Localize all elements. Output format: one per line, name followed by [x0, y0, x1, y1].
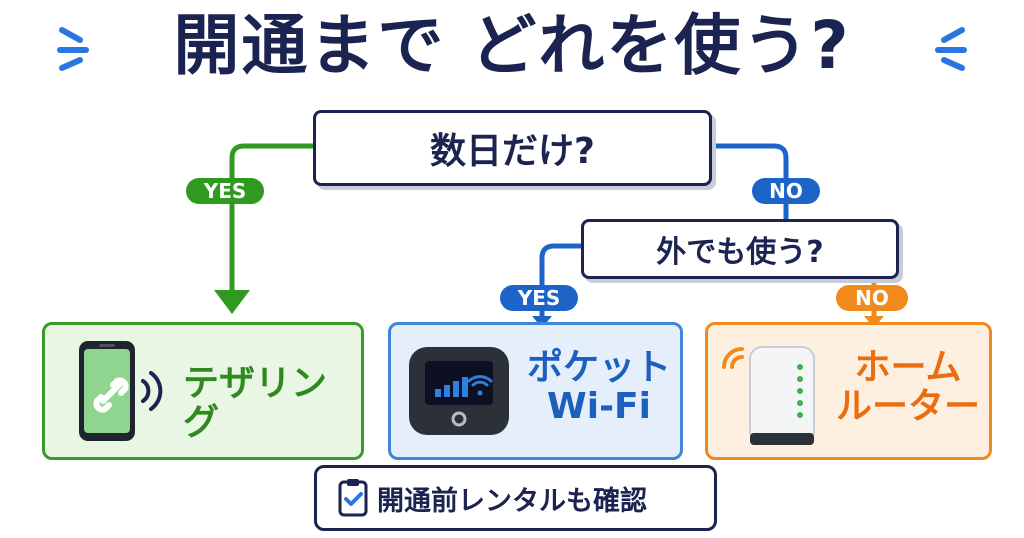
branch-yes-badge: YES [186, 178, 264, 204]
rental-note-text: 開通前レンタルも確認 [377, 485, 647, 517]
branch-no-badge-2: NO [836, 285, 908, 311]
option-card-home-router: ホーム ルーター [705, 322, 992, 460]
question-outdoor-use: 外でも使う? [581, 219, 899, 279]
page-title: 開通まで どれを使う? [173, 7, 851, 84]
option-label-home-router-line1: ホーム [854, 347, 962, 388]
smartphone-link-icon [79, 341, 163, 441]
clipboard-check-icon [338, 479, 368, 517]
connector-q1-no [703, 143, 789, 222]
pocket-wifi-icon [409, 347, 509, 435]
option-label-tethering: テザリング [183, 363, 328, 443]
connector-q2-yes [539, 243, 584, 321]
arrowhead-tethering [214, 290, 250, 314]
option-label-pocket-wifi-line2: Wi-Fi [547, 385, 651, 427]
option-card-tethering: テザリング [42, 322, 364, 460]
home-router-icon [722, 346, 815, 445]
rental-note: 開通前レンタルも確認 [314, 465, 717, 531]
connector-q1-yes [229, 143, 316, 295]
burst-right-icon [935, 27, 967, 71]
branch-no-badge: NO [752, 178, 820, 204]
option-label-home-router-line2: ルーター [835, 385, 980, 427]
branch-yes-badge-2: YES [500, 285, 578, 311]
option-label-pocket-wifi-line1: ポケット [526, 347, 671, 388]
question-short-term: 数日だけ? [313, 110, 712, 186]
burst-left-icon [57, 27, 89, 71]
option-card-pocket-wifi: ポケット Wi-Fi [388, 322, 683, 460]
